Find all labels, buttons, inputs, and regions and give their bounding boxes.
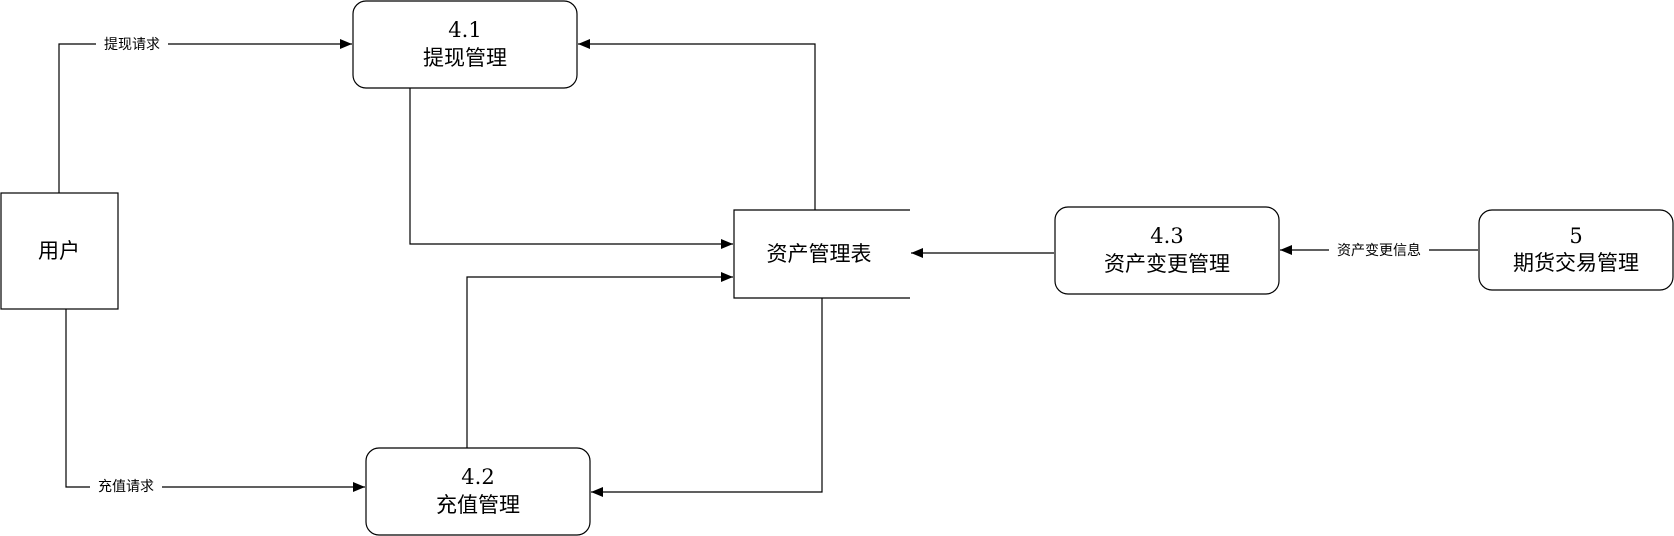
process-futures: 5 期货交易管理 <box>1478 209 1674 291</box>
process-recharge-id: 4.2 <box>461 465 494 489</box>
edge-asset-table-to-withdraw <box>578 39 816 210</box>
edge-user-to-withdraw <box>58 39 352 193</box>
process-asset-change-name: 资产变更管理 <box>1104 252 1230 276</box>
process-recharge: 4.2 充值管理 <box>365 447 591 536</box>
process-asset-change: 4.3 资产变更管理 <box>1054 206 1280 295</box>
process-asset-change-id: 4.3 <box>1150 224 1183 248</box>
edge-label-recharge-request: 充值请求 <box>98 479 154 495</box>
entity-user-label: 用户 <box>38 239 80 263</box>
process-withdraw-name: 提现管理 <box>423 46 507 70</box>
datastore-asset-table-label: 资产管理表 <box>767 242 872 266</box>
edge-user-to-recharge <box>65 309 365 492</box>
entity-user: 用户 <box>0 192 119 310</box>
datastore-asset-table: 资产管理表 <box>733 209 910 299</box>
edge-label-withdraw-request: 提现请求 <box>104 37 160 53</box>
edge-label-asset-change-info: 资产变更信息 <box>1337 242 1421 259</box>
process-recharge-name: 充值管理 <box>436 493 520 517</box>
process-futures-name: 期货交易管理 <box>1513 251 1639 275</box>
edge-withdraw-to-asset-table <box>409 88 733 249</box>
edge-recharge-to-asset-table <box>466 272 733 448</box>
process-withdraw-id: 4.1 <box>448 18 481 42</box>
process-withdraw: 4.1 提现管理 <box>352 0 578 89</box>
edge-asset-table-to-recharge <box>591 298 823 497</box>
process-futures-id: 5 <box>1569 224 1582 248</box>
